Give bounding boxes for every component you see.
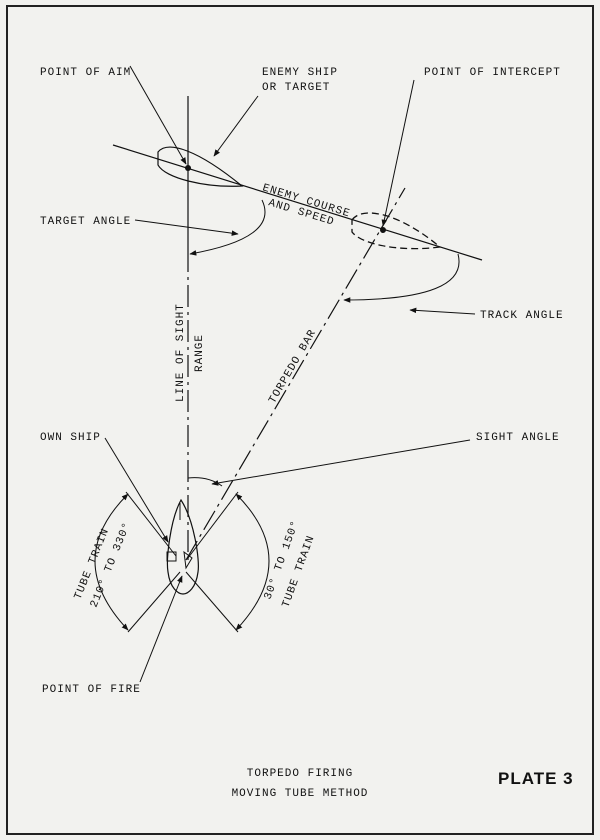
- label-target-angle: TARGET ANGLE: [40, 216, 131, 228]
- tube-train-ray-right-lower: [185, 571, 239, 633]
- label-own-ship: OWN SHIP: [40, 432, 101, 444]
- sight-angle-arc: [187, 477, 223, 487]
- label-point-of-aim: POINT OF AIM: [40, 67, 131, 79]
- leader-enemy-ship: [213, 95, 259, 157]
- page-border: [6, 5, 594, 835]
- label-line-of-sight: LINE OF SIGHT: [175, 303, 187, 402]
- leader-own-ship: [104, 437, 169, 543]
- label-point-of-fire: POINT OF FIRE: [42, 684, 141, 696]
- own-ship-tube-right: [183, 550, 193, 570]
- label-or-target: OR TARGET: [262, 82, 330, 94]
- label-point-of-intercept: POINT OF INTERCEPT: [424, 67, 561, 79]
- leader-target-angle: [134, 219, 239, 236]
- tube-train-ray-left-upper: [125, 491, 177, 557]
- leader-point-of-fire: [139, 575, 183, 683]
- enemy-ship: [157, 146, 244, 187]
- track-angle-arc: [343, 253, 460, 303]
- enemy-future-position: [351, 212, 442, 250]
- label-track-angle: TRACK ANGLE: [480, 310, 564, 322]
- label-sight-angle: SIGHT ANGLE: [476, 432, 560, 444]
- own-ship-tube-left: [166, 551, 177, 562]
- tube-train-ray-left-lower: [127, 571, 181, 633]
- tube-train-arc-left: [94, 493, 129, 631]
- leader-sight-angle: [211, 439, 471, 486]
- point-of-aim-dot: [185, 165, 191, 171]
- leader-point-of-aim: [129, 65, 187, 165]
- enemy-course-line: [112, 144, 483, 261]
- leader-point-of-intercept: [381, 79, 415, 227]
- label-enemy-ship: ENEMY SHIP: [262, 67, 338, 79]
- caption-line-2: MOVING TUBE METHOD: [232, 788, 369, 800]
- caption-line-1: TORPEDO FIRING: [247, 768, 353, 780]
- label-range: RANGE: [194, 334, 206, 372]
- label-torpedo-bar: TORPEDO BAR: [267, 328, 319, 406]
- target-angle-arc: [189, 199, 266, 256]
- plate-number: PLATE 3: [498, 769, 574, 788]
- tube-train-ray-right-upper: [187, 491, 239, 559]
- tube-train-arc-right: [235, 493, 270, 631]
- leader-track-angle: [409, 307, 476, 315]
- torpedo-bar: [185, 187, 406, 561]
- point-of-intercept-dot: [380, 227, 386, 233]
